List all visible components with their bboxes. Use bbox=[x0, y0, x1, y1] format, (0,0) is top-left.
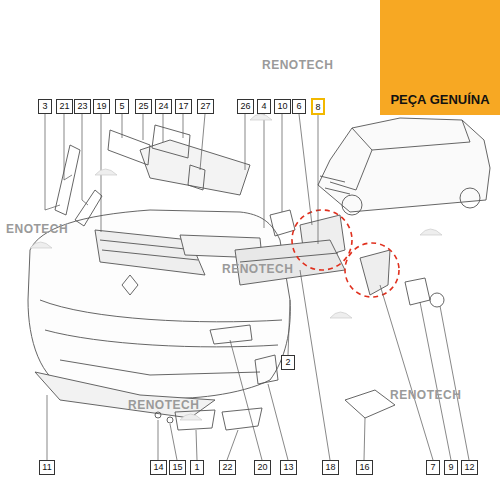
callout-number: 19 bbox=[93, 99, 110, 114]
callout-text: 12 bbox=[464, 462, 474, 472]
callout-text: 2 bbox=[285, 357, 290, 367]
callout-text: 19 bbox=[96, 101, 106, 111]
callout-number: 11 bbox=[39, 460, 55, 475]
callout-text: 8 bbox=[315, 102, 320, 112]
callout-number: 8 bbox=[311, 98, 325, 115]
callout-number: 7 bbox=[426, 460, 440, 475]
callout-text: 24 bbox=[158, 101, 168, 111]
callout-number: 17 bbox=[175, 99, 192, 114]
watermark: RENOTECH bbox=[222, 262, 293, 276]
callout-text: 16 bbox=[359, 462, 369, 472]
callout-number: 22 bbox=[219, 460, 236, 475]
watermark: RENOTECH bbox=[390, 388, 461, 402]
callout-number: 12 bbox=[461, 460, 478, 475]
callout-text: 6 bbox=[296, 101, 301, 111]
callout-number: 2 bbox=[281, 355, 295, 370]
callout-text: 17 bbox=[178, 101, 188, 111]
callout-number: 21 bbox=[56, 99, 73, 114]
callout-number: 9 bbox=[444, 460, 458, 475]
callout-text: 11 bbox=[42, 462, 51, 472]
callout-number: 3 bbox=[38, 99, 52, 114]
callout-number: 18 bbox=[322, 460, 339, 475]
callout-number: 4 bbox=[257, 99, 271, 114]
callout-text: 15 bbox=[172, 462, 182, 472]
callout-text: 13 bbox=[283, 462, 293, 472]
callout-text: 23 bbox=[77, 101, 87, 111]
callout-text: 21 bbox=[59, 101, 69, 111]
callout-text: 1 bbox=[194, 462, 199, 472]
brand-text: PEÇA GENUÍNA bbox=[380, 92, 500, 107]
callout-number: 20 bbox=[254, 460, 271, 475]
callout-number: 27 bbox=[197, 99, 214, 114]
callout-number: 23 bbox=[74, 99, 91, 114]
callout-text: 10 bbox=[277, 101, 287, 111]
brand-panel: PEÇA GENUÍNA bbox=[380, 0, 500, 115]
callout-text: 25 bbox=[138, 101, 148, 111]
callout-number: 15 bbox=[169, 460, 186, 475]
callout-number: 24 bbox=[155, 99, 172, 114]
callout-text: 27 bbox=[200, 101, 210, 111]
watermark: RENOTECH bbox=[262, 58, 333, 72]
callout-number: 13 bbox=[280, 460, 297, 475]
watermark-icon bbox=[30, 114, 442, 420]
callout-text: 26 bbox=[240, 101, 250, 111]
callout-number: 10 bbox=[274, 99, 291, 114]
callout-text: 5 bbox=[119, 101, 124, 111]
callout-text: 9 bbox=[448, 462, 453, 472]
watermark: ENOTECH bbox=[6, 222, 68, 236]
highlight-circle bbox=[292, 210, 399, 297]
callout-number: 25 bbox=[135, 99, 152, 114]
callout-text: 14 bbox=[153, 462, 163, 472]
callout-text: 4 bbox=[261, 101, 266, 111]
callout-number: 26 bbox=[237, 99, 254, 114]
callout-text: 3 bbox=[42, 101, 47, 111]
callout-text: 7 bbox=[430, 462, 435, 472]
bumper-parts bbox=[28, 118, 490, 430]
callout-number: 5 bbox=[115, 99, 129, 114]
callout-number: 1 bbox=[190, 460, 204, 475]
callout-number: 6 bbox=[292, 99, 306, 114]
callout-text: 18 bbox=[325, 462, 335, 472]
callout-number: 14 bbox=[150, 460, 167, 475]
callout-number: 16 bbox=[356, 460, 373, 475]
watermark: RENOTECH bbox=[128, 398, 199, 412]
callout-text: 22 bbox=[222, 462, 232, 472]
leader-line bbox=[45, 114, 469, 460]
callout-text: 20 bbox=[257, 462, 267, 472]
